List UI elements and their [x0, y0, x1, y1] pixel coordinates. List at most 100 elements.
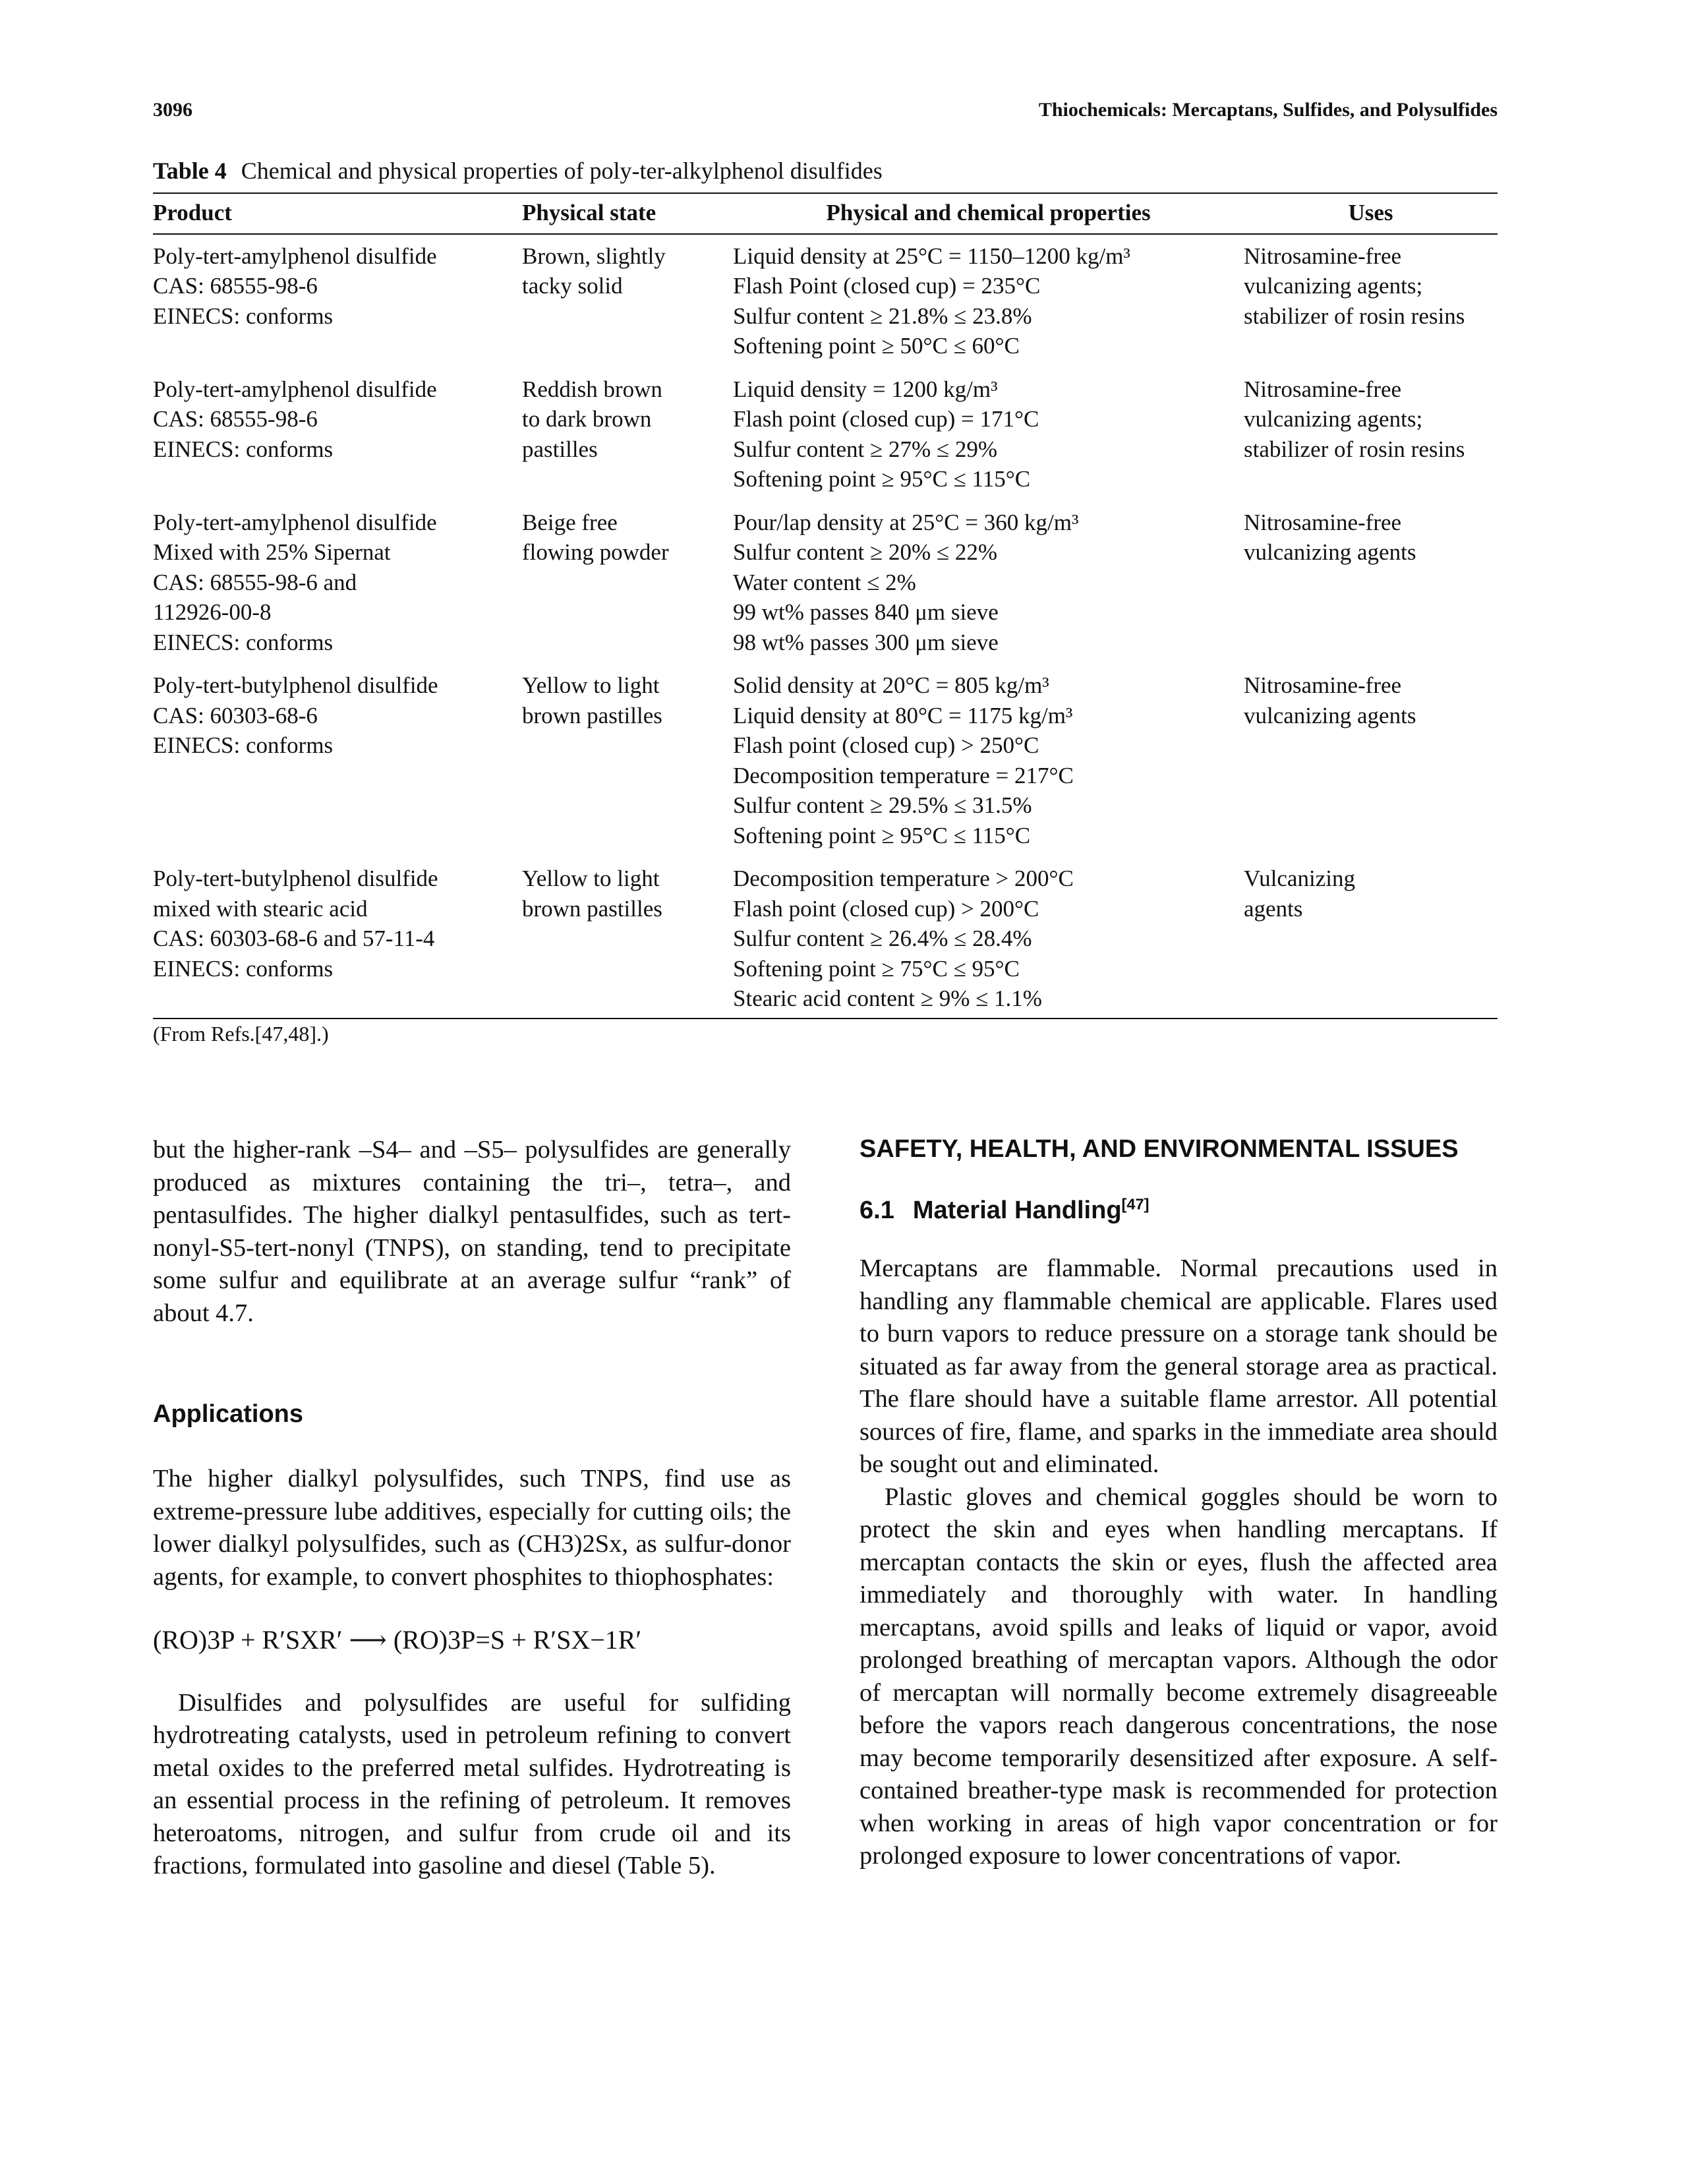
- header-product: Product: [153, 192, 522, 235]
- cell-line: brown pastilles: [522, 895, 662, 922]
- cell-line: EINECS: conforms: [153, 955, 334, 982]
- cell-line: EINECS: conforms: [153, 303, 334, 329]
- right-column: SAFETY, HEALTH, AND ENVIRONMENTAL ISSUES…: [860, 1134, 1498, 1873]
- cell-uses: Nitrosamine-free vulcanizing agents: [1244, 664, 1498, 857]
- cell-line: Nitrosamine-free: [1244, 243, 1402, 269]
- running-head: 3096 Thiochemicals: Mercaptans, Sulfides…: [153, 99, 1498, 121]
- cell-uses: Nitrosamine-free vulcanizing agents; stabi…: [1244, 234, 1498, 368]
- cell-line: 112926-00-8: [153, 599, 272, 625]
- cell-line: EINECS: conforms: [153, 732, 334, 758]
- subsection-heading: 6.1 Material Handling[47]: [860, 1195, 1498, 1226]
- subsection-number: 6.1: [860, 1196, 894, 1224]
- cell-line: Decomposition temperature = 217°C: [733, 762, 1074, 788]
- cell-line: Nitrosamine-free: [1244, 509, 1402, 535]
- table-source-note: (From Refs.[47,48].): [153, 1021, 329, 1046]
- paragraph-applications: The higher dialkyl polysulfides, such TN…: [153, 1465, 791, 1591]
- cell-line: Sulfur content ≥ 26.4% ≤ 28.4%: [733, 926, 1032, 951]
- cell-line: 98 wt% passes 300 μm sieve: [733, 629, 999, 655]
- cell-line: EINECS: conforms: [153, 436, 334, 462]
- cell-line: EINECS: conforms: [153, 629, 334, 655]
- cell-line: 99 wt% passes 840 μm sieve: [733, 599, 999, 625]
- cell-line: Flash Point (closed cup) = 235°C: [733, 273, 1041, 299]
- header-uses: Uses: [1244, 192, 1498, 235]
- cell-line: Liquid density = 1200 kg/m³: [733, 376, 998, 402]
- cell-line: Mixed with 25% Sipernat: [153, 539, 391, 565]
- cell-line: Solid density at 20°C = 805 kg/m³: [733, 672, 1049, 698]
- cell-line: CAS: 60303-68-6 and 57-11-4: [153, 926, 435, 951]
- cell-line: Yellow to light: [522, 866, 660, 891]
- table-caption-text: Chemical and physical properties of poly…: [241, 158, 883, 184]
- header-physical-state: Physical state: [522, 192, 733, 235]
- table-caption: Table 4 Chemical and physical properties …: [153, 157, 1498, 185]
- cell-line: Reddish brown: [522, 376, 662, 402]
- paragraph-handling-2: Plastic gloves and chemical goggles shou…: [860, 1483, 1498, 1870]
- table-label: Table 4: [153, 158, 227, 184]
- cell-line: stabilizer of rosin resins: [1244, 436, 1465, 462]
- cell-line: CAS: 68555-98-6 and: [153, 569, 357, 595]
- cell-line: Decomposition temperature > 200°C: [733, 866, 1074, 891]
- left-column: but the higher-rank –S4– and –S5– polysu…: [153, 1134, 791, 1883]
- cell-uses: Nitrosamine-free vulcanizing agents; stabi…: [1244, 368, 1498, 501]
- cell-line: pastilles: [522, 436, 598, 462]
- cell-line: stabilizer of rosin resins: [1244, 303, 1465, 329]
- header-properties: Physical and chemical properties: [733, 192, 1244, 235]
- cell-line: Softening point ≥ 95°C ≤ 115°C: [733, 466, 1031, 492]
- table-4: Table 4 Chemical and physical properties …: [153, 157, 1498, 1046]
- cell-line: Poly-tert-amylphenol disulfide: [153, 376, 437, 402]
- cell-line: Poly-tert-amylphenol disulfide: [153, 243, 437, 269]
- running-title: Thiochemicals: Mercaptans, Sulfides, and…: [1038, 99, 1498, 121]
- cell-line: vulcanizing agents: [1244, 539, 1416, 565]
- cell-line: mixed with stearic acid: [153, 895, 368, 922]
- cell-line: Yellow to light: [522, 672, 660, 698]
- cell-line: Softening point ≥ 50°C ≤ 60°C: [733, 333, 1020, 359]
- cell-physical-state: Yellow to light brown pastilles: [522, 664, 733, 857]
- cell-line: Vulcanizing: [1244, 866, 1355, 891]
- cell-line: Flash point (closed cup) = 171°C: [733, 406, 1039, 432]
- cell-line: Poly-tert-butylphenol disulfide: [153, 672, 438, 698]
- cell-line: Nitrosamine-free: [1244, 376, 1402, 402]
- cell-physical-state: Yellow to light brown pastilles: [522, 857, 733, 1019]
- cell-line: vulcanizing agents: [1244, 702, 1416, 728]
- cell-product: Poly-tert-butylphenol disulfide mixed wit…: [153, 857, 522, 1019]
- cell-properties: Liquid density = 1200 kg/m³ Flash point (…: [733, 368, 1244, 501]
- cell-line: Sulfur content ≥ 20% ≤ 22%: [733, 539, 997, 565]
- cell-line: vulcanizing agents;: [1244, 273, 1423, 299]
- cell-line: Sulfur content ≥ 27% ≤ 29%: [733, 436, 997, 462]
- subsection-ref: [47]: [1121, 1195, 1150, 1213]
- cell-line: Flash point (closed cup) > 200°C: [733, 895, 1039, 922]
- subsection-title: Material Handling: [912, 1196, 1122, 1224]
- cell-line: Poly-tert-amylphenol disulfide: [153, 509, 437, 535]
- page-number: 3096: [153, 99, 192, 121]
- cell-line: Water content ≤ 2%: [733, 569, 916, 595]
- cell-physical-state: Brown, slightly tacky solid: [522, 234, 733, 368]
- cell-line: Stearic acid content ≥ 9% ≤ 1.1%: [733, 986, 1042, 1011]
- cell-properties: Liquid density at 25°C = 1150–1200 kg/m³…: [733, 234, 1244, 368]
- cell-line: vulcanizing agents;: [1244, 406, 1423, 432]
- cell-line: Softening point ≥ 95°C ≤ 115°C: [733, 822, 1031, 848]
- cell-line: flowing powder: [522, 539, 669, 565]
- cell-line: Poly-tert-butylphenol disulfide: [153, 866, 438, 891]
- table-header-row: Product Physical state Physical and chem…: [153, 192, 1498, 235]
- cell-line: brown pastilles: [522, 702, 662, 728]
- cell-line: tacky solid: [522, 273, 623, 299]
- cell-line: Sulfur content ≥ 21.8% ≤ 23.8%: [733, 303, 1032, 329]
- section-heading: SAFETY, HEALTH, AND ENVIRONMENTAL ISSUES: [860, 1135, 1459, 1163]
- cell-line: Nitrosamine-free: [1244, 672, 1402, 698]
- cell-line: Brown, slightly: [522, 243, 666, 269]
- cell-line: Flash point (closed cup) > 250°C: [733, 732, 1039, 758]
- reaction-equation: (RO)3P + R′SXR′ ⟶ (RO)3P=S + R′SX−1R′: [153, 1625, 642, 1655]
- cell-properties: Decomposition temperature > 200°C Flash p…: [733, 857, 1244, 1019]
